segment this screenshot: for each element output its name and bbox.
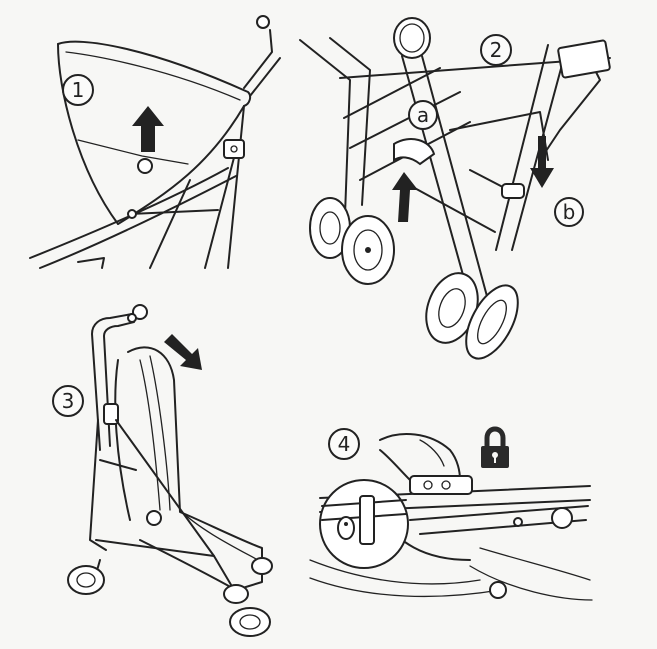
panel-4: [309, 426, 593, 601]
panel-3: [67, 304, 273, 637]
callout-b: b: [554, 197, 584, 227]
padlock-icon: [481, 426, 509, 468]
step-number-2: 2: [480, 34, 512, 66]
step-number-4: 4: [328, 428, 360, 460]
panel-2: [299, 17, 611, 360]
step-number-3: 3: [52, 385, 84, 417]
callout-a: a: [408, 100, 438, 130]
down-arrow-icon: [530, 136, 554, 188]
up-arrow-icon: [132, 106, 164, 152]
panel-1: [29, 15, 281, 269]
up-arrow-icon: [392, 172, 418, 222]
diagonal-arrow-icon: [164, 334, 202, 370]
step-number-1: 1: [62, 74, 94, 106]
